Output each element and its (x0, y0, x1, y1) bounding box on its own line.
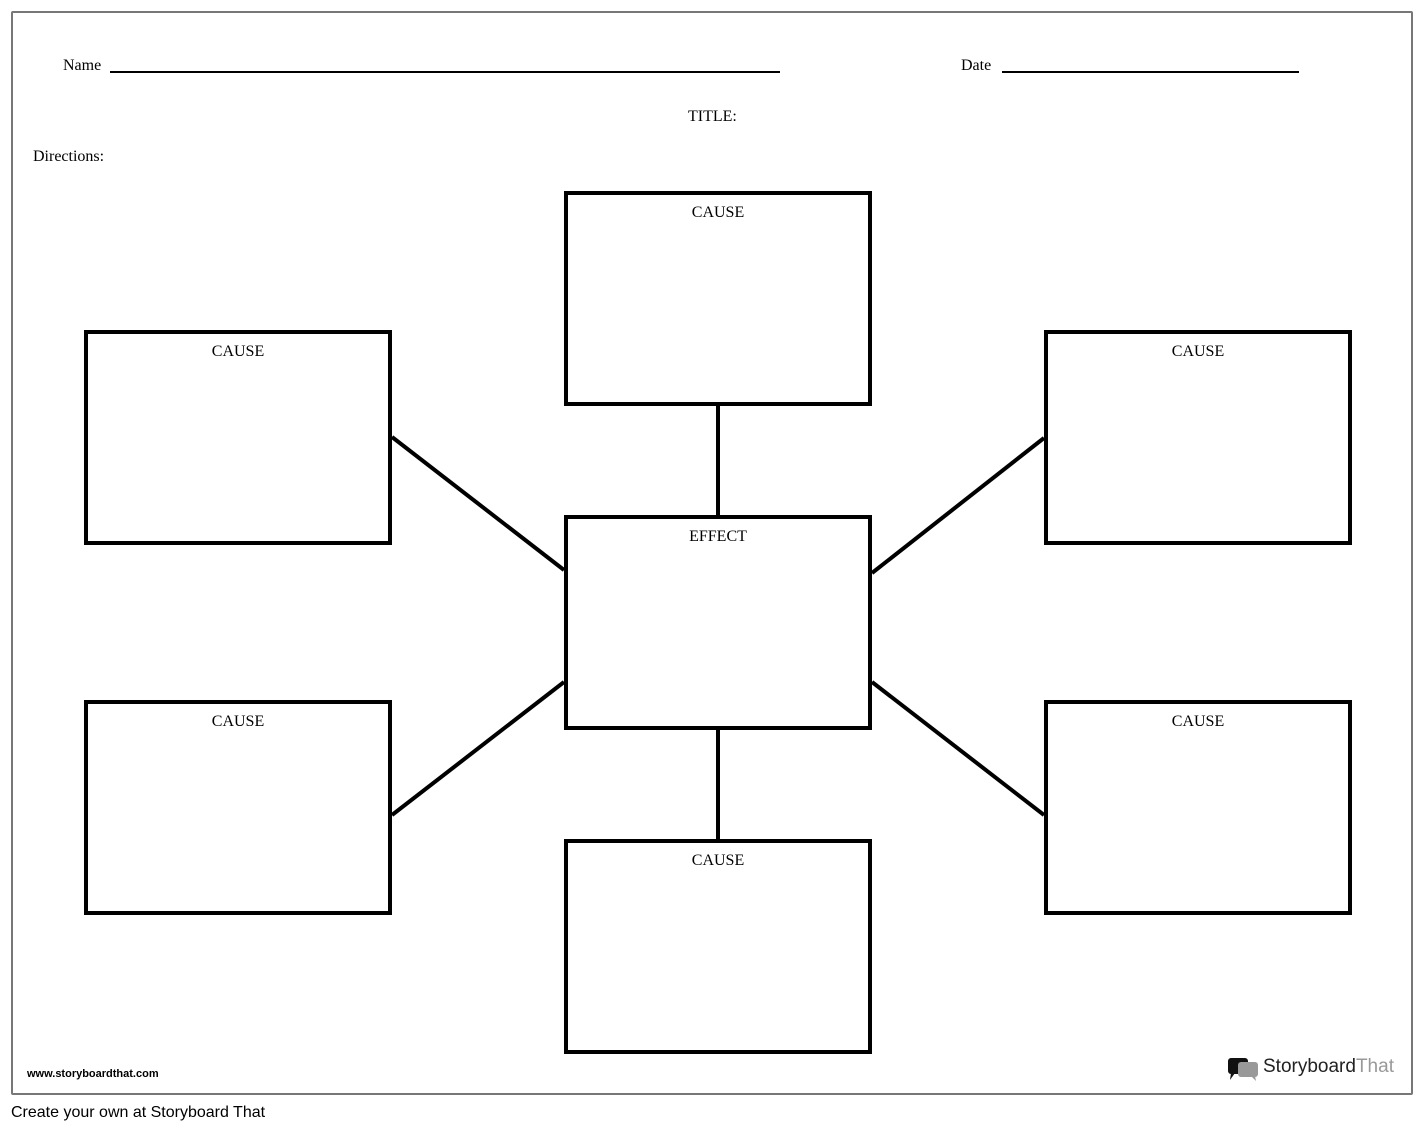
connector-top-right (870, 436, 1046, 575)
date-label: Date (961, 57, 992, 74)
cause-box-top-right[interactable]: CAUSE (1044, 330, 1352, 545)
logo-text-accent: That (1355, 1056, 1394, 1077)
connector-top-left (390, 435, 566, 572)
directions-label: Directions: (33, 148, 105, 165)
connector-bottom-right (870, 680, 1046, 817)
cause-label: CAUSE (691, 204, 745, 221)
storyboardthat-logo: StoryboardThat (1227, 1056, 1407, 1082)
cause-label: CAUSE (1171, 713, 1225, 730)
create-your-own-link[interactable]: Create your own at Storyboard That (11, 1104, 266, 1121)
logo-text-main: Storyboard (1263, 1056, 1356, 1077)
name-label: Name (63, 57, 102, 74)
cause-box-bottom-left[interactable]: CAUSE (84, 700, 392, 915)
website-url: www.storyboardthat.com (27, 1068, 159, 1080)
cause-box-bottom-right[interactable]: CAUSE (1044, 700, 1352, 915)
cause-box-top-left[interactable]: CAUSE (84, 330, 392, 545)
title-label: TITLE: (688, 108, 737, 125)
cause-label: CAUSE (211, 713, 265, 730)
name-field[interactable] (110, 71, 780, 73)
effect-label: EFFECT (689, 528, 747, 545)
cause-label: CAUSE (691, 852, 745, 869)
effect-box[interactable]: EFFECT (564, 515, 872, 730)
connector-bottom-left (390, 680, 566, 817)
speech-bubbles-icon (1228, 1058, 1258, 1081)
cause-label: CAUSE (211, 343, 265, 360)
date-field[interactable] (1002, 71, 1299, 73)
cause-box-bottom[interactable]: CAUSE (564, 839, 872, 1054)
cause-label: CAUSE (1171, 343, 1225, 360)
cause-box-top[interactable]: CAUSE (564, 191, 872, 406)
worksheet-frame (11, 11, 1413, 1095)
